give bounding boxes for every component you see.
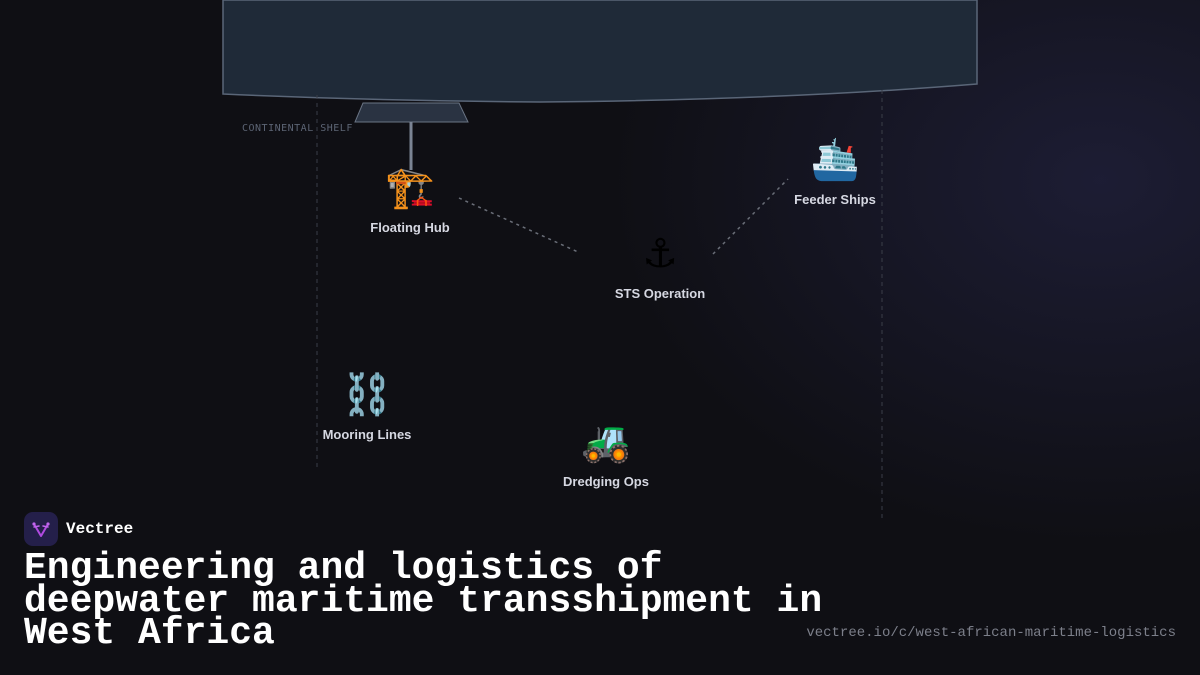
node-sts-operation[interactable]: ⚓ STS Operation (615, 230, 705, 301)
passenger-ship-icon: 🛳️ (810, 137, 860, 183)
node-label: Feeder Ships (794, 192, 876, 207)
source-url[interactable]: vectree.io/c/west-african-maritime-logis… (806, 625, 1176, 641)
vessel-hull (222, 0, 978, 103)
node-dredging-ops[interactable]: 🚜 Dredging Ops (563, 418, 649, 489)
node-label: Floating Hub (370, 220, 450, 235)
page-title: Engineering and logistics of deepwater m… (24, 547, 823, 655)
continental-shelf-label: CONTINENTAL SHELF (242, 123, 353, 134)
vessel-deck (354, 102, 469, 123)
node-label: Dredging Ops (563, 474, 649, 489)
brand-name: Vectree (66, 520, 134, 538)
connection-sts-to-feeder (712, 178, 789, 255)
brand[interactable]: Vectree (24, 512, 133, 546)
tractor-icon: 🚜 (581, 419, 631, 465)
anchor-icon: ⚓ (642, 231, 678, 277)
node-label: Mooring Lines (322, 427, 412, 442)
construction-crane-icon: 🏗️ (385, 165, 435, 211)
node-label: STS Operation (614, 286, 706, 301)
node-floating-hub[interactable]: 🏗️ Floating Hub (370, 164, 449, 235)
vectree-logo-icon (24, 512, 58, 546)
chains-icon: ⛓️ (342, 372, 392, 418)
node-feeder-ships[interactable]: 🛳️ Feeder Ships (794, 136, 876, 207)
connection-hub-to-sts (458, 197, 579, 253)
node-mooring-lines[interactable]: ⛓️ Mooring Lines (323, 371, 412, 442)
